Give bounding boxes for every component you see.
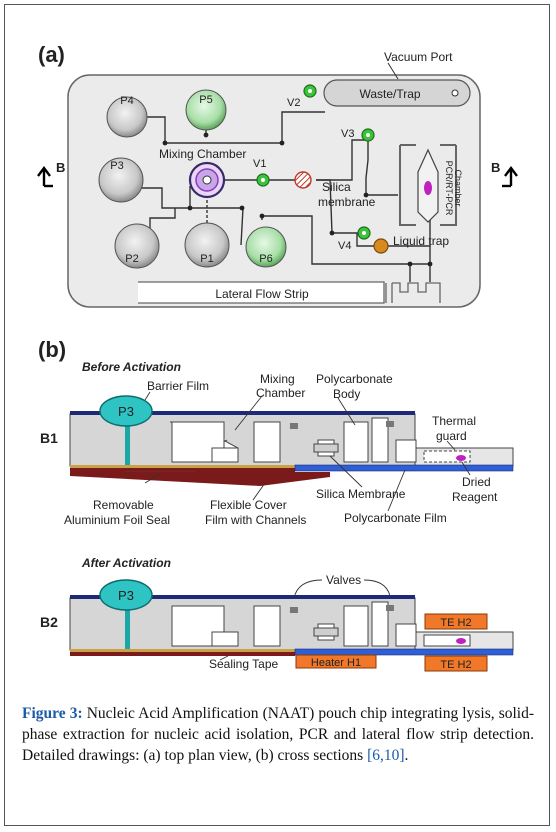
pouch-p3: P3	[98, 157, 144, 203]
caption-refs[interactable]: [6,10]	[367, 747, 405, 764]
pouch-p3-label: P3	[110, 160, 123, 172]
valve-v2-label: V2	[287, 97, 300, 109]
reagent-label: Reagent	[452, 490, 498, 504]
pouch-p5-label: P5	[199, 94, 212, 106]
thermal-label: Thermal	[432, 414, 476, 428]
mixing-chamber-label: Mixing Chamber	[159, 147, 246, 161]
caption-label: Figure 3:	[22, 705, 83, 722]
valve-v2	[303, 84, 317, 98]
dried-label: Dried	[462, 475, 491, 489]
liquid-trap	[373, 238, 389, 254]
silica-membrane-label: Silica Membrane	[316, 487, 406, 501]
b1-cross-section	[69, 395, 514, 486]
pouch-p1: P1	[184, 222, 230, 268]
valve-v3	[361, 128, 375, 142]
vacuum-port-hole	[451, 89, 459, 97]
valves-label: Valves	[326, 573, 361, 587]
valve-v4	[357, 226, 371, 240]
section-label-left: B	[56, 160, 65, 175]
valves-leader-left	[293, 579, 323, 599]
pouch-p2: P2	[114, 223, 160, 269]
pcr-chamber-label-2: Chamber	[453, 169, 463, 206]
valve-v1	[256, 173, 270, 187]
pouch-p4: P4	[106, 95, 148, 138]
valve-v1-label: V1	[253, 158, 266, 170]
pouch-p6-label: P6	[259, 253, 272, 265]
chamber-label: Chamber	[256, 386, 305, 400]
polycarbonate-label: Polycarbonate	[316, 372, 393, 386]
barrier-film-label: Barrier Film	[147, 379, 209, 393]
pouch-p5: P5	[185, 89, 227, 131]
vacuum-port-label: Vacuum Port	[384, 50, 453, 64]
valve-v4-label: V4	[338, 240, 351, 252]
valve-v3-label: V3	[341, 128, 354, 140]
after-activation-label: After Activation	[81, 556, 171, 570]
b1-p3-label: P3	[118, 404, 134, 419]
section-marker-right: B	[491, 160, 518, 188]
lateral-flow-strip	[138, 281, 385, 304]
b2-cross-section	[69, 579, 514, 672]
polycarbonate-film-label: Polycarbonate Film	[344, 511, 447, 525]
sealing-tape-label: Sealing Tape	[209, 657, 278, 671]
b2-label: B2	[40, 614, 58, 630]
vacuum-port-leader	[387, 62, 399, 80]
heater-h1-label: Heater H1	[311, 657, 361, 669]
pcr-chamber-bracket-left	[399, 144, 416, 226]
caption-text: Nucleic Acid Amplification (NAAT) pouch …	[22, 705, 534, 764]
body-label: Body	[333, 387, 360, 401]
pouch-p4-label: P4	[120, 95, 133, 107]
channel-network	[121, 111, 431, 282]
b2-p3-label: P3	[118, 588, 134, 603]
figure-frame	[4, 4, 550, 826]
waste-trap	[323, 79, 471, 107]
pouch-p2-label: P2	[125, 253, 138, 265]
figure-diagram: (a) Waste/Trap Vacuum Port PCR/R	[37, 42, 518, 672]
te-h2-bottom-label: TE H2	[440, 659, 471, 671]
mixing-chamber	[188, 161, 226, 199]
removable-label: Removable	[93, 498, 154, 512]
silica-label: Silica	[322, 180, 351, 194]
silica-membrane	[294, 171, 312, 189]
pouch-p1-label: P1	[200, 253, 213, 265]
panel-b-label: (b)	[38, 337, 66, 362]
waste-trap-label: Waste/Trap	[359, 87, 420, 101]
pouch-p6: P6	[245, 226, 287, 268]
b1-leader-lines	[144, 391, 471, 512]
section-label-right: B	[491, 160, 500, 175]
panel-a-label: (a)	[38, 42, 65, 67]
b1-label: B1	[40, 430, 58, 446]
mixing-label: Mixing	[260, 372, 295, 386]
valves-leader-right	[363, 579, 391, 597]
foil-seal-label: Aluminium Foil Seal	[64, 513, 170, 527]
sealing-tape-leader	[219, 655, 229, 661]
pcr-reagent-dot	[424, 181, 432, 195]
figure-caption: Figure 3: Nucleic Acid Amplification (NA…	[22, 703, 534, 766]
te-h2-top-label: TE H2	[440, 617, 471, 629]
lateral-flow-strip-label: Lateral Flow Strip	[215, 287, 309, 301]
pcr-chamber-bracket-right	[440, 144, 457, 226]
guard-label: guard	[436, 429, 467, 443]
film-channels-label: Film with Channels	[205, 513, 306, 527]
lateral-flow-strip-end	[385, 282, 441, 303]
membrane-label: membrane	[318, 195, 376, 209]
pcr-chamber-label-1: PCR/RT-PCR	[444, 161, 454, 216]
flexible-cover-label: Flexible Cover	[210, 498, 287, 512]
before-activation-label: Before Activation	[82, 360, 181, 374]
section-marker-left: B	[37, 160, 65, 188]
liquid-trap-label: Liquid trap	[393, 234, 449, 248]
caption-end: .	[404, 747, 409, 764]
